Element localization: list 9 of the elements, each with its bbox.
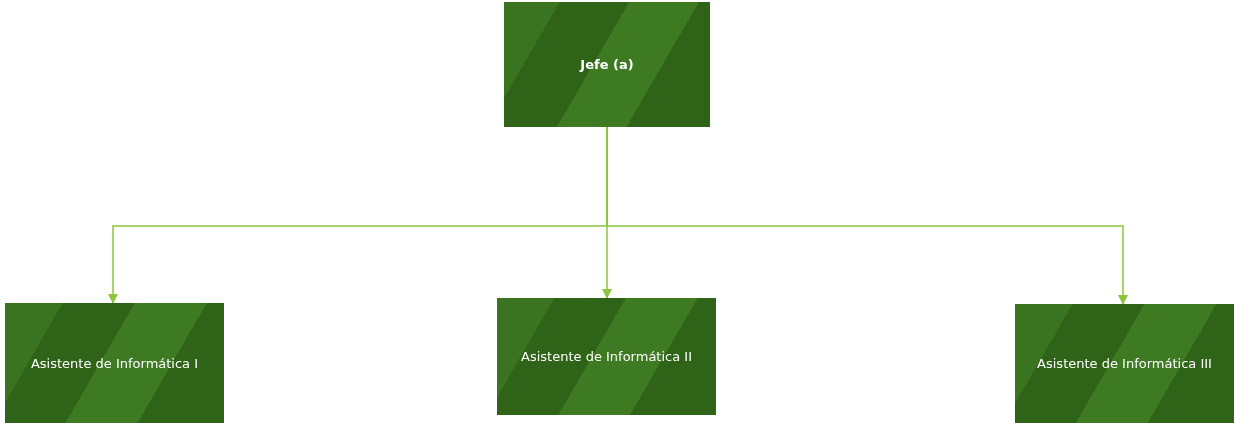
role-label: Jefe (a)	[580, 57, 634, 72]
staff-box	[1015, 304, 1234, 423]
connector-arrow	[606, 126, 1128, 305]
staff-box	[497, 298, 716, 415]
manager-box	[504, 2, 710, 127]
role-label: Asistente de Informática III	[1037, 356, 1212, 371]
role-label: Asistente de Informática I	[30, 355, 199, 371]
staff-box	[5, 303, 224, 423]
role-label: Asistente de Informática II	[521, 349, 692, 364]
